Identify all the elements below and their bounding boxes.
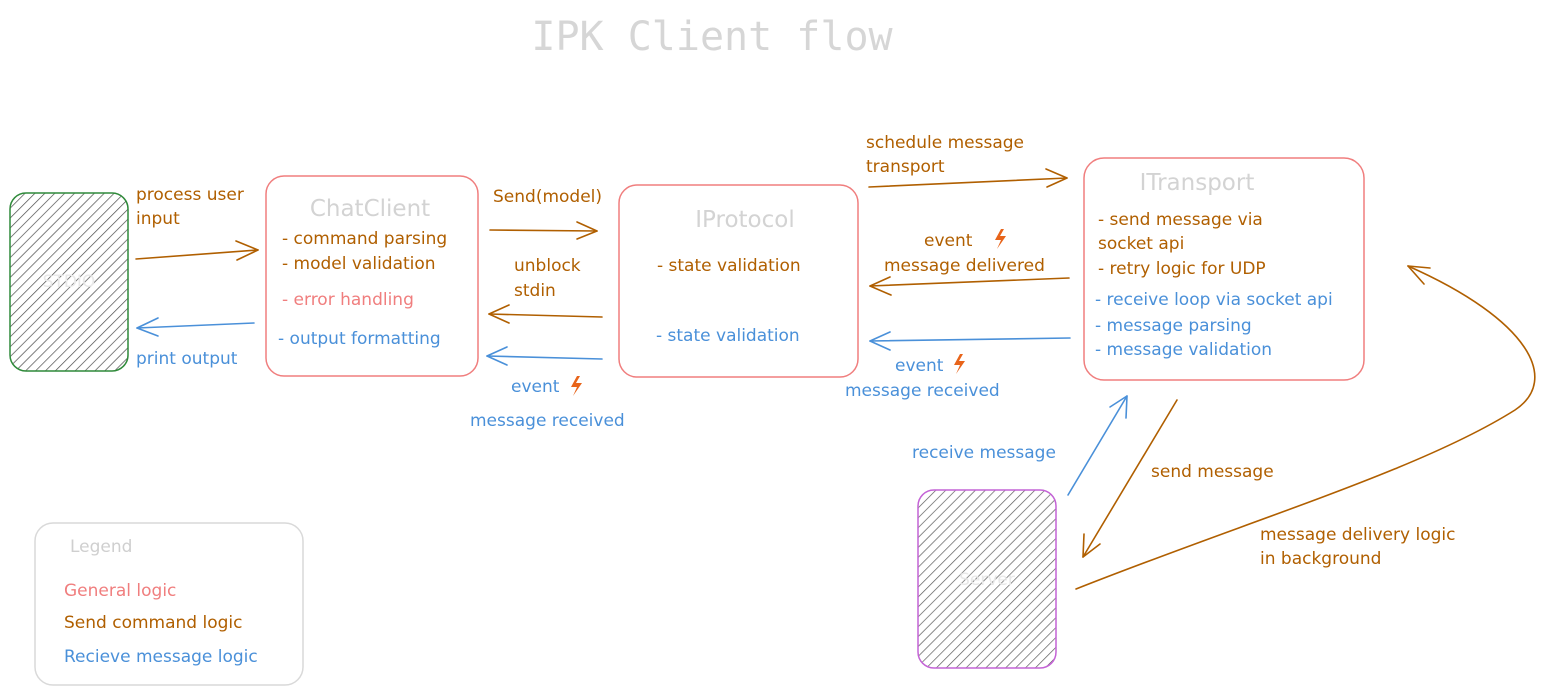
arrow-process-input — [135, 249, 259, 260]
arrowhead — [1109, 395, 1128, 419]
arrow-message-received-cc — [486, 355, 603, 360]
itransport-receive-item: - receive loop via socket api — [1095, 290, 1333, 310]
itransport-send-item: - retry logic for UDP — [1098, 259, 1266, 279]
arrow-send-message — [1082, 399, 1178, 558]
arrowhead — [486, 346, 508, 366]
arrow-send-model — [489, 229, 598, 232]
edge-label-send-message: send message — [1151, 462, 1274, 482]
stdio-node: STDIO — [9, 192, 129, 372]
itransport-box — [1083, 157, 1365, 381]
edge-label-event-cc: event — [511, 377, 560, 397]
arrowhead — [869, 276, 892, 296]
edge-label-unblock: unblock — [514, 256, 581, 276]
edge-label-delivered: message delivered — [884, 256, 1045, 276]
arrow-schedule-transport — [868, 177, 1068, 188]
chatclient-node: ChatClient - command parsing - model val… — [265, 175, 479, 377]
edge-label-schedule: transport — [866, 157, 945, 177]
edge-label-event-delivered: event — [924, 231, 973, 251]
stdio-box — [9, 192, 129, 372]
iprotocol-title: IProtocol — [695, 207, 794, 233]
stdio-label: STDIO — [43, 272, 96, 292]
legend-send: Send command logic — [64, 613, 242, 633]
edge-label-event-proto: event — [895, 356, 944, 376]
legend-receive: Recieve message logic — [64, 647, 258, 667]
itransport-receive-item: - message validation — [1095, 340, 1272, 360]
arrowhead — [1407, 265, 1431, 285]
iprotocol-box — [618, 184, 859, 378]
edge-label-process-input: process user — [136, 185, 244, 205]
itransport-node: ITransport - send message via socket api… — [1083, 157, 1365, 381]
arrowhead — [488, 304, 510, 324]
server-node: Server — [917, 489, 1057, 669]
arrowhead — [869, 331, 891, 351]
edge-label-send-model: Send(model) — [493, 187, 602, 207]
iprotocol-item: - state validation — [657, 256, 801, 276]
chatclient-item: - model validation — [282, 254, 436, 274]
legend: Legend General logic Send command logic … — [34, 522, 304, 686]
edge-label-delivery-logic: in background — [1260, 549, 1381, 569]
edge-label-receive-message: receive message — [912, 443, 1056, 463]
iprotocol-item: - state validation — [656, 326, 800, 346]
edge-label-schedule: schedule message — [866, 133, 1024, 153]
legend-title: Legend — [70, 537, 132, 557]
legend-box — [34, 522, 304, 686]
arrowhead — [235, 240, 259, 261]
lightning-bolt-icon — [995, 229, 1006, 249]
itransport-receive-item: - message parsing — [1095, 316, 1252, 336]
arrowhead — [1082, 533, 1101, 558]
chatclient-box — [265, 175, 479, 377]
chatclient-title: ChatClient — [310, 196, 430, 222]
diagram-title: IPK Client flow — [531, 14, 893, 60]
arrow-message-delivered — [869, 277, 1070, 287]
chatclient-item: - command parsing — [282, 229, 447, 249]
arrow-print-output — [136, 322, 255, 329]
chatclient-item: - output formatting — [278, 329, 441, 349]
arrowhead — [576, 221, 598, 240]
itransport-send-item: socket api — [1098, 234, 1184, 254]
edge-label-received-proto: message received — [845, 381, 1000, 401]
chatclient-item: - error handling — [282, 290, 414, 310]
arrow-delivery-loop — [1075, 265, 1536, 590]
legend-general: General logic — [64, 581, 176, 601]
arrow-receive-message — [1067, 395, 1128, 496]
lightning-bolt-icon — [954, 354, 965, 374]
edge-label-received-cc: message received — [470, 411, 625, 431]
itransport-send-item: - send message via — [1098, 210, 1263, 230]
arrowhead — [1045, 168, 1068, 188]
itransport-title: ITransport — [1140, 170, 1255, 196]
iprotocol-node: IProtocol - state validation - state val… — [618, 184, 859, 378]
edge-label-delivery-logic: message delivery logic — [1260, 525, 1455, 545]
arrowhead — [136, 317, 159, 337]
lightning-bolt-icon — [571, 376, 582, 396]
edge-label-process-input: input — [136, 209, 180, 229]
edge-label-unblock: stdin — [514, 281, 556, 301]
arrow-message-received-proto — [869, 337, 1071, 342]
edge-label-print-output: print output — [136, 349, 238, 369]
server-box — [917, 489, 1057, 669]
server-label: Server — [959, 570, 1015, 590]
arrow-unblock-stdin — [488, 313, 603, 318]
